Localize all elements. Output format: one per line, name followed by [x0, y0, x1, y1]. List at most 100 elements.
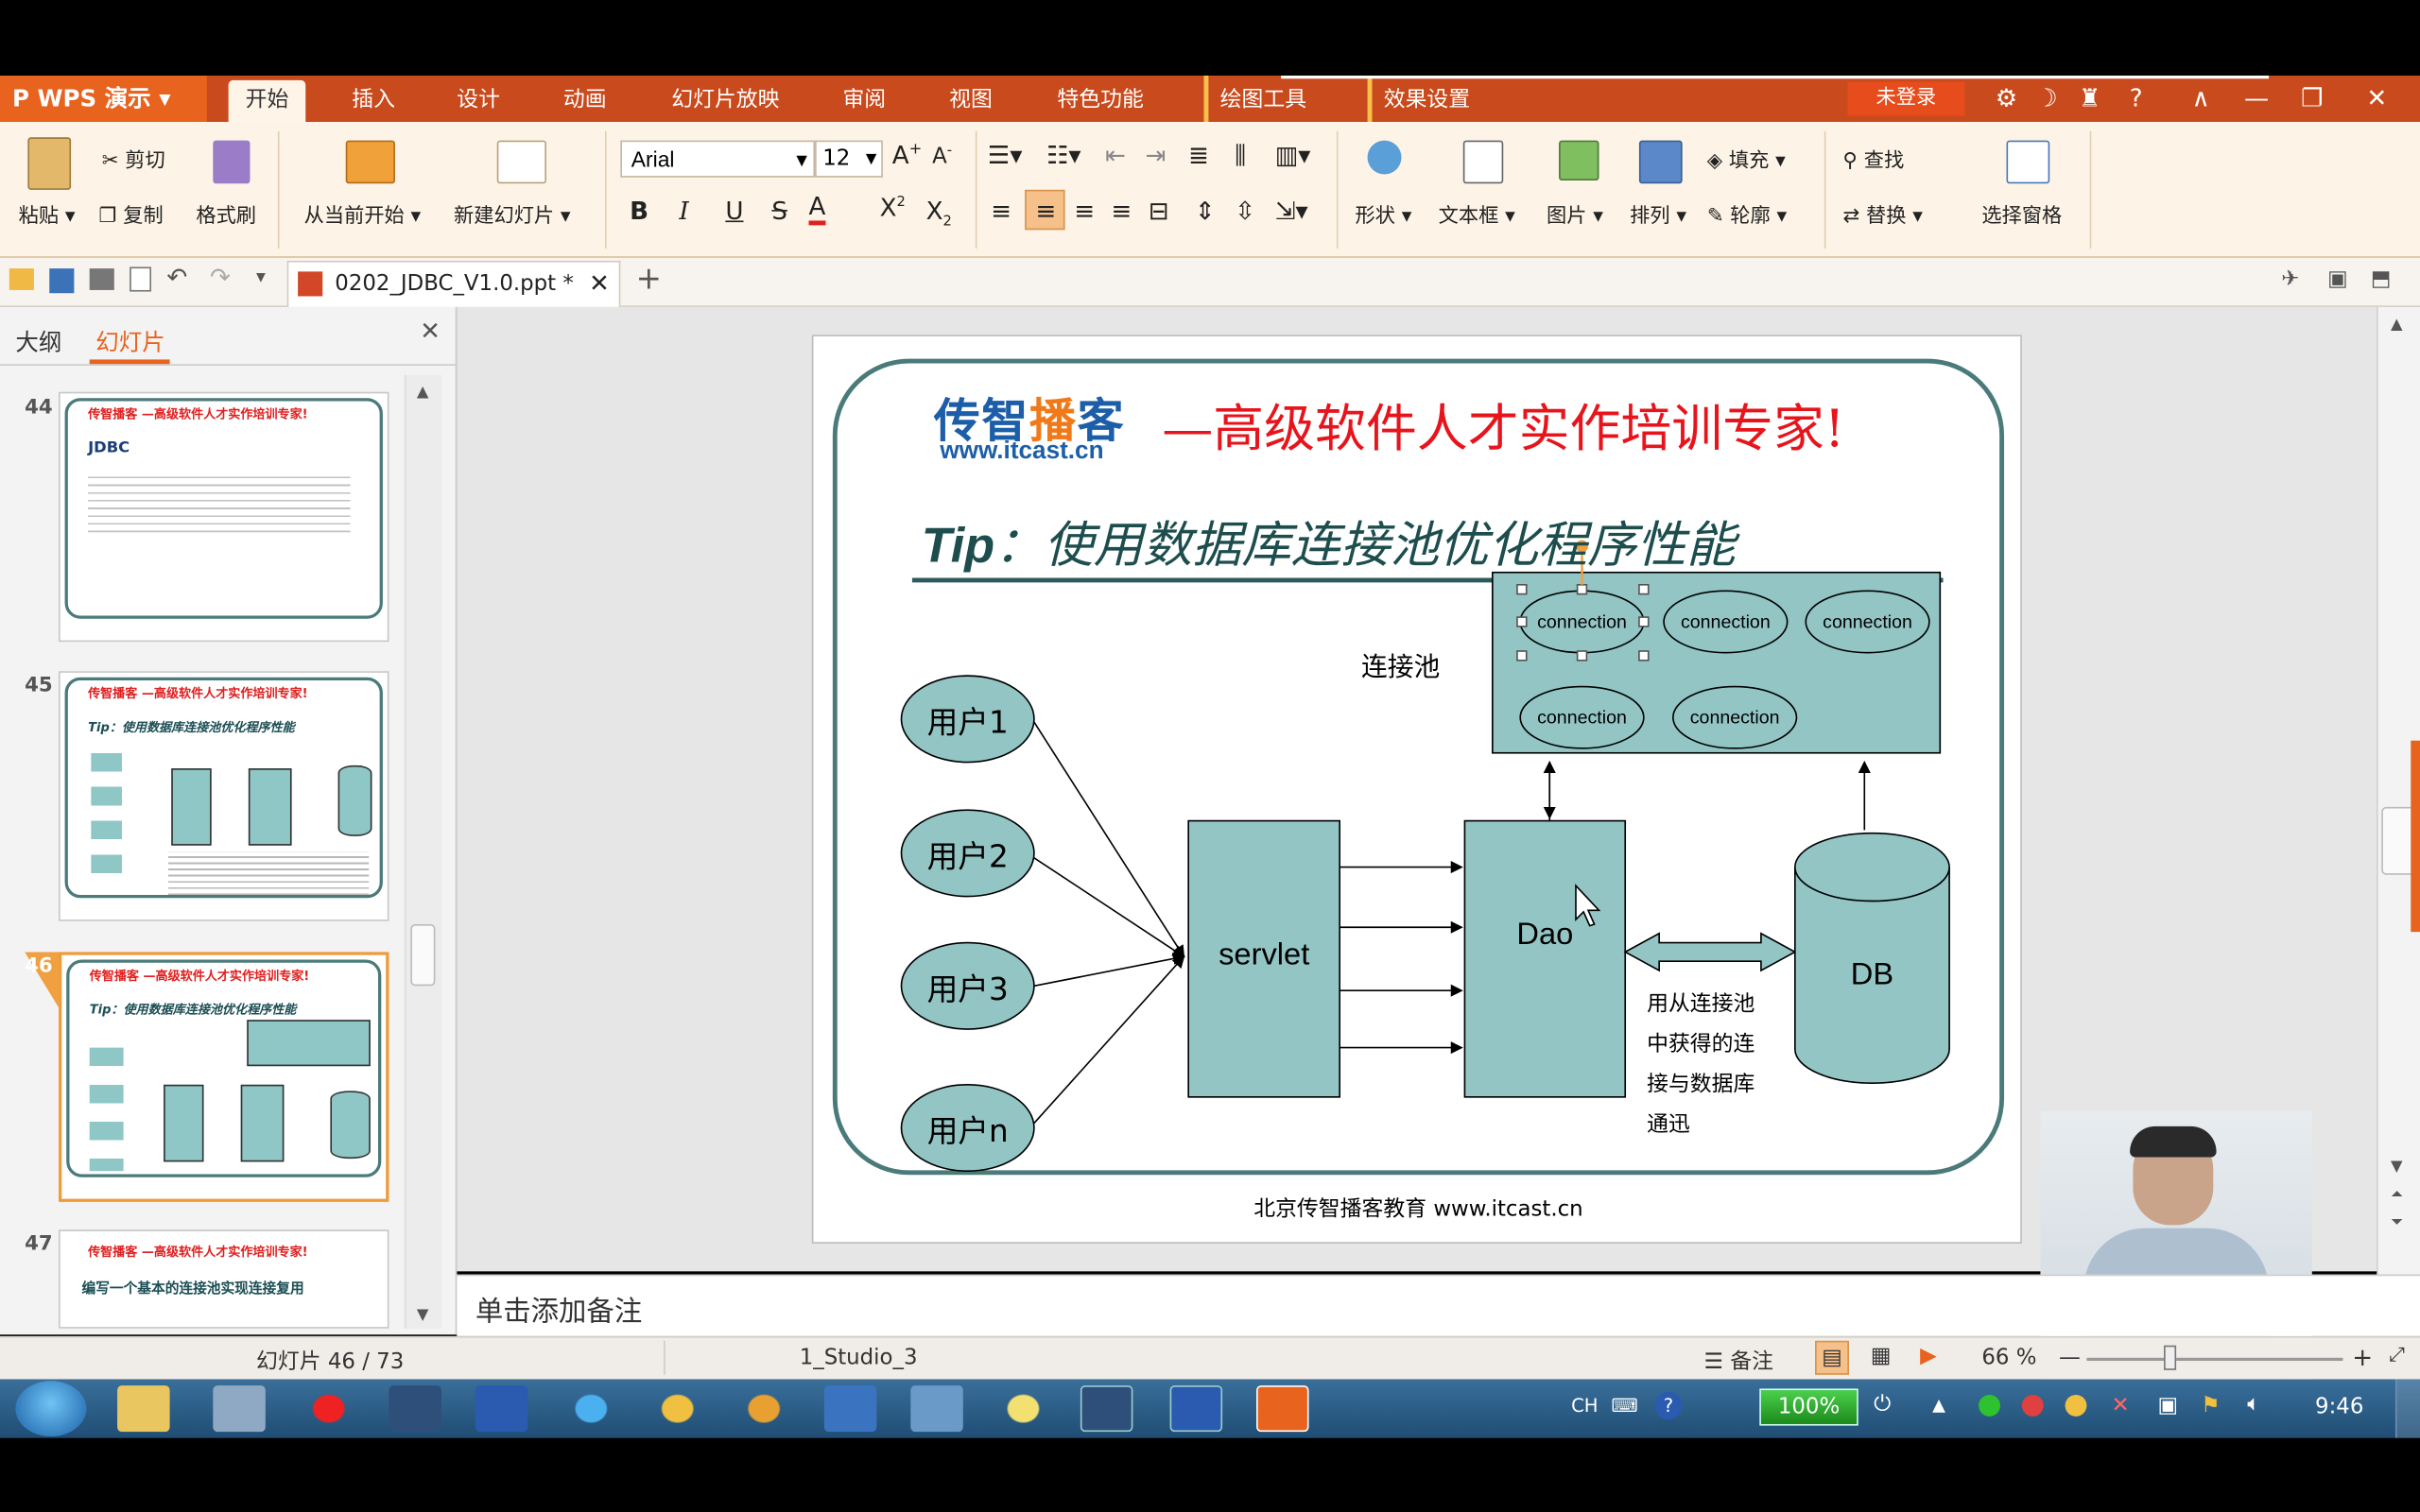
outline-button[interactable]: ✎ 轮廓 ▾	[1706, 205, 1788, 229]
battery-indicator[interactable]: 100%	[1759, 1388, 1858, 1426]
fill-button[interactable]: ◈ 填充 ▾	[1706, 149, 1786, 173]
slide-thumbnail-44[interactable]: 传智播客 —高级软件人才实作培训专家! JDBC	[59, 391, 389, 643]
print-icon[interactable]	[89, 268, 114, 290]
paste-button[interactable]: 粘贴 ▾	[18, 205, 76, 229]
numbered-list-icon[interactable]: ☷▾	[1046, 140, 1081, 170]
decrease-indent-icon[interactable]: ⇤	[1105, 140, 1126, 170]
columns-icon[interactable]: ▥▾	[1274, 140, 1311, 170]
notes-toggle-button[interactable]: ☰ 备注	[1703, 1349, 1773, 1375]
thumbnail-scrollbar[interactable]: ▲ ▼	[404, 374, 441, 1329]
text-direction-icon[interactable]: ⫼	[1235, 140, 1247, 170]
notes-taskbar-icon[interactable]	[996, 1385, 1050, 1433]
play-from-current-button[interactable]: 从当前开始 ▾	[303, 205, 422, 229]
scroll-up-icon[interactable]: ▲	[416, 384, 429, 402]
side-panel-handle[interactable]	[2411, 740, 2420, 933]
picture-button[interactable]: 图片 ▾	[1546, 205, 1603, 229]
shirt-icon[interactable]: ♜	[2078, 83, 2101, 113]
zoom-in-icon[interactable]: +	[2352, 1342, 2374, 1372]
close-tab-icon[interactable]: ✕	[589, 268, 610, 299]
justify-icon[interactable]: ≡	[1111, 196, 1132, 226]
next-slide-icon[interactable]: ⏷	[2391, 1213, 2404, 1231]
tray-app-icon[interactable]	[1979, 1394, 2000, 1417]
zoom-slider-track[interactable]	[2086, 1357, 2343, 1362]
vertical-align-icon[interactable]: ⇲▾	[1274, 196, 1308, 226]
new-slide-button[interactable]: 新建幻灯片 ▾	[454, 205, 571, 229]
wps-writer2-taskbar-icon[interactable]	[1169, 1385, 1223, 1433]
scroll-down-icon[interactable]: ▼	[416, 1306, 429, 1324]
distribute-icon[interactable]: ⊟	[1148, 196, 1169, 226]
slide-thumbnail-45[interactable]: 传智播客 —高级软件人才实作培训专家! Tip：使用数据库连接池优化程序性能	[59, 671, 389, 921]
window-mode-icon[interactable]: ⬒	[2370, 266, 2392, 292]
eclipse2-taskbar-icon[interactable]	[1080, 1385, 1133, 1433]
sync-icon[interactable]: ☽	[2035, 83, 2058, 113]
align-left-icon[interactable]: ≡	[991, 196, 1012, 226]
zoom-slider-thumb[interactable]	[2164, 1345, 2177, 1370]
arrange-button[interactable]: 排列 ▾	[1630, 205, 1687, 229]
normal-view-icon[interactable]: ▤	[1815, 1340, 1849, 1375]
fit-window-icon[interactable]: ⤢	[2389, 1344, 2406, 1367]
selection-pane-button[interactable]: 选择窗格	[1981, 205, 2063, 229]
slide-thumbnail-46[interactable]: 传智播客 —高级软件人才实作培训专家! Tip：使用数据库连接池优化程序性能	[59, 952, 389, 1202]
paste-icon[interactable]	[27, 137, 72, 190]
tab-slides[interactable]: 幻灯片	[95, 328, 165, 357]
scroll-thumb[interactable]	[2381, 806, 2416, 875]
power-plug-icon[interactable]: ⏻	[1874, 1391, 1892, 1417]
app-taskbar-icon[interactable]	[213, 1385, 266, 1433]
help-tray-icon[interactable]: ?	[1654, 1391, 1683, 1420]
help-icon[interactable]: ?	[2129, 83, 2143, 113]
scroll-thumb[interactable]	[410, 923, 436, 987]
login-button[interactable]: 未登录	[1847, 81, 1965, 116]
input-language[interactable]: CH	[1571, 1394, 1599, 1417]
device-icon[interactable]: ▣	[2157, 1393, 2179, 1418]
align-center-button[interactable]: ≡	[1025, 189, 1065, 231]
film-taskbar-icon[interactable]	[823, 1385, 877, 1433]
grow-font-icon[interactable]: A+	[891, 140, 923, 170]
explorer-taskbar-icon[interactable]	[117, 1385, 170, 1433]
copy-button[interactable]: ❐ 复制	[98, 205, 164, 229]
shape-icon[interactable]	[1367, 140, 1402, 175]
document-tab[interactable]: 0202_JDBC_V1.0.ppt * ✕	[286, 260, 621, 307]
bold-icon[interactable]: B	[630, 196, 649, 226]
font-color-icon[interactable]: A	[808, 192, 826, 226]
save-icon[interactable]	[49, 268, 75, 294]
start-button[interactable]	[15, 1381, 87, 1437]
scroll-down-icon[interactable]: ▼	[2391, 1159, 2403, 1177]
textbox-button[interactable]: 文本框 ▾	[1438, 205, 1515, 229]
menu-effects[interactable]: 效果设置	[1367, 76, 1482, 122]
menu-animation[interactable]: 动画	[562, 88, 607, 113]
open-icon[interactable]	[9, 268, 34, 290]
menu-design[interactable]: 设计	[457, 88, 500, 113]
menu-drawing-tools[interactable]: 绘图工具	[1203, 76, 1319, 122]
textbox-icon[interactable]	[1462, 140, 1504, 184]
minimize-icon[interactable]: —	[2243, 83, 2270, 113]
increase-indent-icon[interactable]: ⇥	[1145, 140, 1167, 170]
restore-icon[interactable]: ❐	[2301, 83, 2324, 113]
tab-list-icon[interactable]: ▣	[2327, 266, 2348, 292]
list-spacing-icon[interactable]: ⇳	[1235, 196, 1256, 226]
selection-pane-icon[interactable]	[2006, 140, 2050, 184]
format-painter-icon[interactable]	[213, 140, 251, 184]
play-from-current-icon[interactable]	[345, 140, 395, 184]
clock[interactable]: 9:46	[2315, 1394, 2364, 1420]
pin-icon[interactable]: ✈	[2281, 266, 2300, 292]
tray-expand-icon[interactable]: ▲	[1932, 1394, 1945, 1416]
italic-icon[interactable]: I	[679, 196, 689, 226]
font-size-select[interactable]: 12▾	[815, 140, 883, 178]
cut-button[interactable]: ✂ 剪切	[101, 149, 165, 173]
close-icon[interactable]: ✕	[2366, 83, 2388, 113]
menu-insert[interactable]: 插入	[352, 88, 395, 113]
menu-slideshow[interactable]: 幻灯片放映	[671, 88, 780, 113]
arrange-icon[interactable]	[1638, 140, 1683, 184]
underline-icon[interactable]: U	[725, 196, 744, 226]
keyboard-icon[interactable]: ⌨	[1611, 1394, 1638, 1417]
subscript-icon[interactable]: X2	[925, 196, 952, 231]
replace-button[interactable]: ⇄ 替换 ▾	[1842, 205, 1923, 229]
collapse-ribbon-icon[interactable]: ∧	[2191, 83, 2210, 113]
font-name-select[interactable]: Arial▾	[620, 140, 816, 178]
menu-review[interactable]: 审阅	[842, 88, 887, 113]
eclipse-taskbar-icon[interactable]	[389, 1385, 441, 1433]
new-tab-icon[interactable]: +	[635, 259, 663, 297]
superscript-icon[interactable]: X2	[879, 193, 906, 223]
find-button[interactable]: ⚲ 查找	[1842, 149, 1905, 173]
notes-pane[interactable]: 单击添加备注	[457, 1274, 2420, 1336]
